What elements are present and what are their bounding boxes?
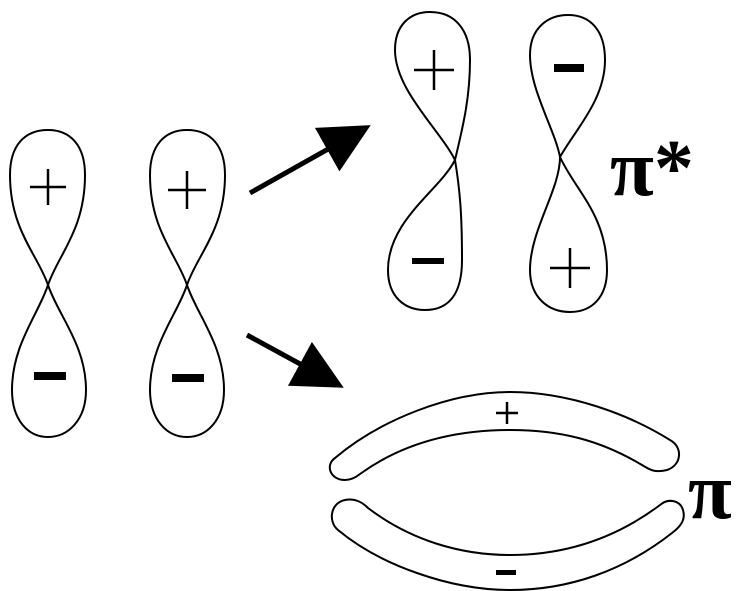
- antibonding-label: π*: [610, 125, 694, 213]
- bonding-bottom-minus-sign: [496, 570, 516, 575]
- antibonding-p1-lower-lobe: [386, 156, 464, 312]
- antibonding-p2-plus-sign: [550, 248, 590, 288]
- left-p-orbital-1: [8, 128, 88, 439]
- antibonding-p-orbital-2: [528, 13, 609, 314]
- left-p1-minus-sign: [34, 372, 66, 380]
- antibonding-p2-lower-lobe: [528, 156, 609, 314]
- antibonding-p1-plus-sign: [414, 50, 454, 90]
- left-p2-upper-lobe: [148, 128, 227, 289]
- antibonding-p-orbital-1: [386, 10, 472, 312]
- left-p2-plus-sign: [168, 171, 206, 209]
- antibonding-p1-minus-sign: [412, 258, 444, 264]
- antibonding-p2-upper-lobe: [528, 13, 607, 160]
- bonding-top-band-outline: [328, 390, 680, 482]
- bonding-bottom-band: [330, 498, 685, 591]
- left-p1-upper-lobe: [8, 128, 87, 289]
- bonding-top-plus-sign: [496, 402, 518, 424]
- left-p1-plus-sign: [30, 169, 66, 205]
- left-p2-minus-sign: [172, 374, 204, 382]
- antibonding-p2-minus-sign: [554, 64, 584, 72]
- left-p2-lower-lobe: [148, 281, 226, 439]
- left-p1-lower-lobe: [10, 281, 88, 439]
- arrow-to-antibonding: [248, 125, 371, 196]
- arrow-to-bonding: [245, 332, 344, 388]
- bonding-top-band: [328, 390, 680, 482]
- antibonding-p1-upper-lobe: [393, 10, 472, 163]
- bonding-label: π: [688, 448, 732, 536]
- bonding-bottom-band-outline: [330, 498, 685, 591]
- left-p-orbital-2: [148, 128, 227, 439]
